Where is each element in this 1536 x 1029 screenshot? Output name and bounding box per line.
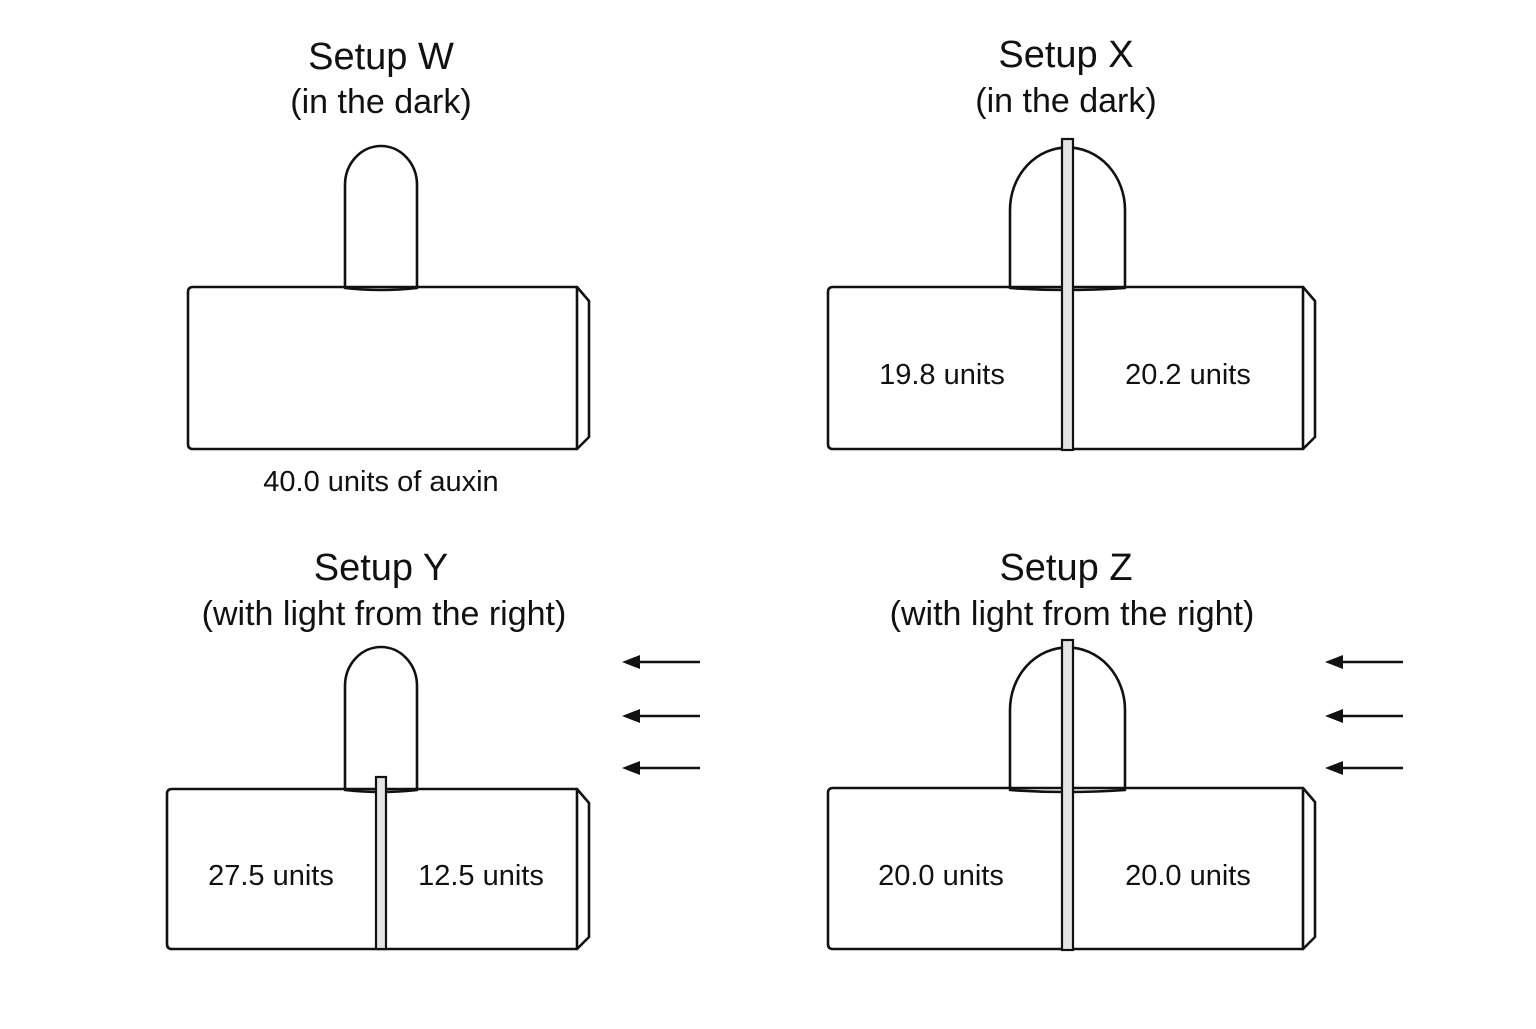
- setup-y-mica-barrier: [374, 775, 388, 951]
- setup-z-left-auxin: 20.0 units: [878, 860, 1004, 892]
- setup-y-coleoptile-tip: [343, 645, 419, 792]
- setup-z-condition: (with light from the right): [890, 595, 1255, 633]
- setup-w: Setup W (in the dark) 40.0 units of auxi…: [186, 36, 591, 498]
- light-arrow-head: [622, 709, 640, 723]
- setup-x-right-auxin: 20.2 units: [1125, 359, 1251, 391]
- setup-y-light-arrows: [622, 655, 700, 775]
- light-arrow-head: [1325, 709, 1343, 723]
- setup-y-condition: (with light from the right): [202, 595, 567, 633]
- setup-w-junction: [343, 286, 419, 292]
- setup-w-title: Setup W: [308, 36, 454, 78]
- setup-x-left-auxin: 19.8 units: [879, 359, 1005, 391]
- setup-z: Setup Z (with light from the right) 20.0…: [826, 547, 1403, 952]
- setup-z-title: Setup Z: [999, 547, 1132, 589]
- light-arrow-head: [1325, 761, 1343, 775]
- setup-z-right-auxin: 20.0 units: [1125, 860, 1251, 892]
- setup-y-title: Setup Y: [314, 547, 449, 589]
- setup-y-left-auxin: 27.5 units: [208, 860, 334, 892]
- light-arrow-head: [622, 655, 640, 669]
- setup-y-right-auxin: 12.5 units: [418, 860, 544, 892]
- setup-x-title: Setup X: [998, 34, 1133, 76]
- setup-w-agar-block: [186, 285, 591, 451]
- setup-w-coleoptile-tip: [343, 144, 419, 290]
- setup-x-mica-barrier: [1060, 137, 1075, 452]
- setup-x: Setup X (in the dark) 19.8 units 20.2 un…: [826, 34, 1317, 452]
- setup-w-total-auxin: 40.0 units of auxin: [263, 466, 498, 498]
- setup-x-condition: (in the dark): [975, 82, 1156, 120]
- setup-y: Setup Y (with light from the right) 27.5…: [165, 547, 700, 951]
- light-arrow-head: [1325, 655, 1343, 669]
- setup-z-light-arrows: [1325, 655, 1403, 775]
- setup-w-condition: (in the dark): [290, 83, 471, 121]
- light-arrow-head: [622, 761, 640, 775]
- setup-z-mica-barrier: [1060, 638, 1075, 952]
